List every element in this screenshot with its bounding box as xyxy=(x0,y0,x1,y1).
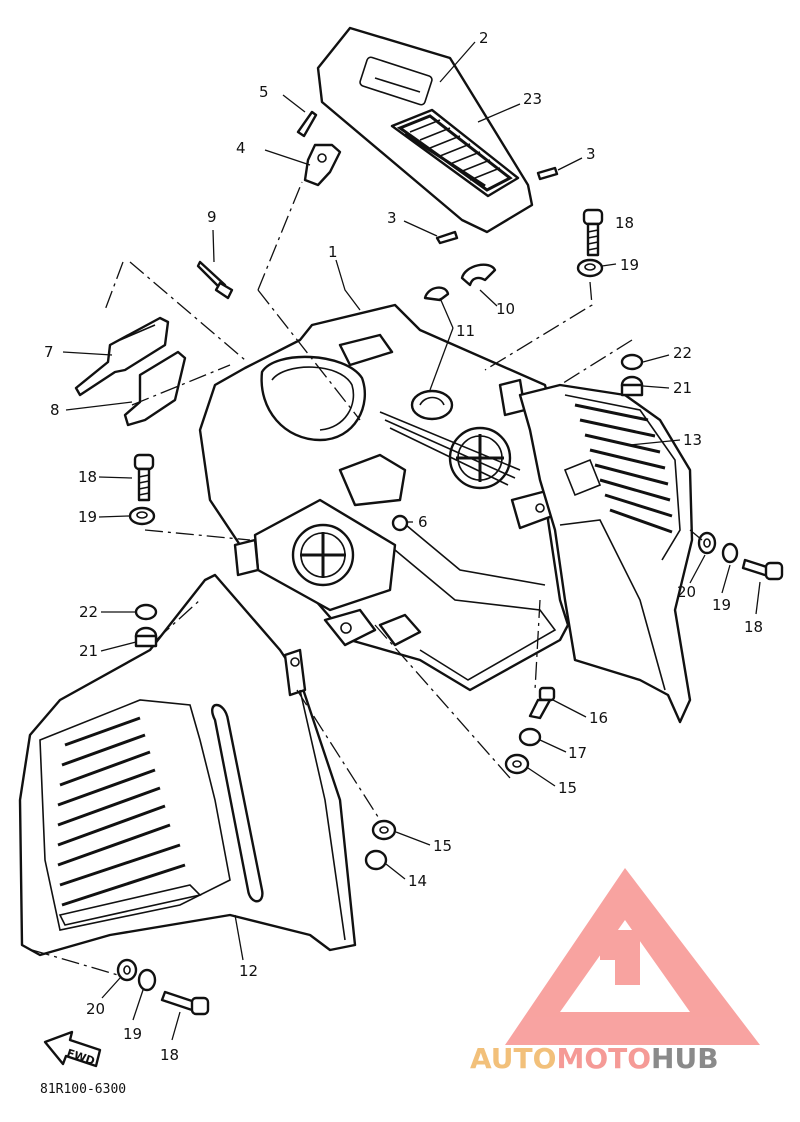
callout-11: 11 xyxy=(456,322,475,340)
part-11-grommet xyxy=(423,286,450,302)
callout-3-right: 3 xyxy=(586,145,596,163)
part-4-latch xyxy=(303,143,342,187)
washer-20-bottom xyxy=(116,958,138,982)
part-9-rivet xyxy=(196,260,234,300)
watermark-moto: MOTO xyxy=(556,1042,651,1075)
watermark-auto: AUTO xyxy=(470,1042,556,1075)
grommet-22-left xyxy=(134,603,158,621)
assembly-lines xyxy=(31,181,703,976)
watermark-hub: HUB xyxy=(651,1042,719,1075)
bolt-18-left xyxy=(133,453,155,502)
callout-21-left: 21 xyxy=(79,642,98,660)
collar-21-right xyxy=(620,375,644,397)
part-6-nut xyxy=(391,514,409,532)
washer-19-left xyxy=(128,506,156,526)
callout-22-right: 22 xyxy=(673,344,692,362)
callout-19-top: 19 xyxy=(620,256,639,274)
callout-13: 13 xyxy=(683,431,702,449)
left-vent-louvers xyxy=(57,716,186,907)
callout-18-top: 18 xyxy=(615,214,634,232)
bolt-18-top-right xyxy=(582,208,604,257)
callout-18-left: 18 xyxy=(78,468,97,486)
nut-14 xyxy=(364,849,388,871)
part-3-pins xyxy=(435,166,559,245)
front-panel-part-1 xyxy=(198,303,570,692)
top-cover-part-2 xyxy=(316,26,534,234)
washer-19-top-right xyxy=(576,258,604,278)
callout-19-bottom: 19 xyxy=(123,1025,142,1043)
fwd-arrow: FWD xyxy=(43,1030,102,1068)
callout-23: 23 xyxy=(523,90,542,108)
washer-19-bottom xyxy=(137,968,157,992)
collar-21-left xyxy=(134,626,158,648)
part-8-bracket xyxy=(123,350,187,427)
washer-20-right xyxy=(697,531,717,555)
grommet-22-right xyxy=(620,353,644,371)
callout-14: 14 xyxy=(408,872,427,890)
diagram-part-code: 81R100-6300 xyxy=(40,1082,126,1097)
callout-20-bottom: 20 xyxy=(86,1000,105,1018)
callout-15-mid: 15 xyxy=(558,779,577,797)
callout-7: 7 xyxy=(44,343,54,361)
callout-3-left: 3 xyxy=(387,209,397,227)
callout-17: 17 xyxy=(568,744,587,762)
callout-18-right: 18 xyxy=(744,618,763,636)
callout-2: 2 xyxy=(479,29,489,47)
callout-16: 16 xyxy=(589,709,608,727)
right-side-cover-part-13 xyxy=(518,383,694,724)
grip-pad-part-23 xyxy=(396,114,513,192)
callout-18-bottom: 18 xyxy=(160,1046,179,1064)
washer-17 xyxy=(518,727,542,747)
callout-6: 6 xyxy=(418,513,428,531)
callout-21-right: 21 xyxy=(673,379,692,397)
watermark-logo xyxy=(505,868,760,1045)
callout-9: 9 xyxy=(207,208,217,226)
callout-5: 5 xyxy=(259,83,269,101)
callout-8: 8 xyxy=(50,401,60,419)
part-5-pin xyxy=(296,110,318,138)
part-7-bracket xyxy=(74,316,170,397)
callout-19-right: 19 xyxy=(712,596,731,614)
callout-1: 1 xyxy=(328,243,338,261)
callout-20-right: 20 xyxy=(677,583,696,601)
callout-labels: 2 23 3 3 5 4 9 1 18 19 10 11 22 21 13 7 … xyxy=(44,29,763,1064)
callout-19-left: 19 xyxy=(78,508,97,526)
callout-4: 4 xyxy=(236,139,246,157)
grommet-15-mid xyxy=(504,753,530,775)
part-10-clip xyxy=(460,263,497,287)
washer-19-right xyxy=(721,542,739,564)
callout-10: 10 xyxy=(496,300,515,318)
watermark-text: AUTOMOTOHUB xyxy=(470,1042,719,1075)
callout-15-low: 15 xyxy=(433,837,452,855)
callout-12: 12 xyxy=(239,962,258,980)
leader-lines xyxy=(62,41,761,1041)
left-side-cover-part-12 xyxy=(18,573,357,957)
callout-22-left: 22 xyxy=(79,603,98,621)
right-vent-louvers xyxy=(574,403,673,534)
bolt-18-bottom xyxy=(160,990,210,1016)
bolt-16 xyxy=(528,686,556,720)
bolt-18-right xyxy=(741,558,784,581)
grommet-15-low xyxy=(371,819,397,841)
